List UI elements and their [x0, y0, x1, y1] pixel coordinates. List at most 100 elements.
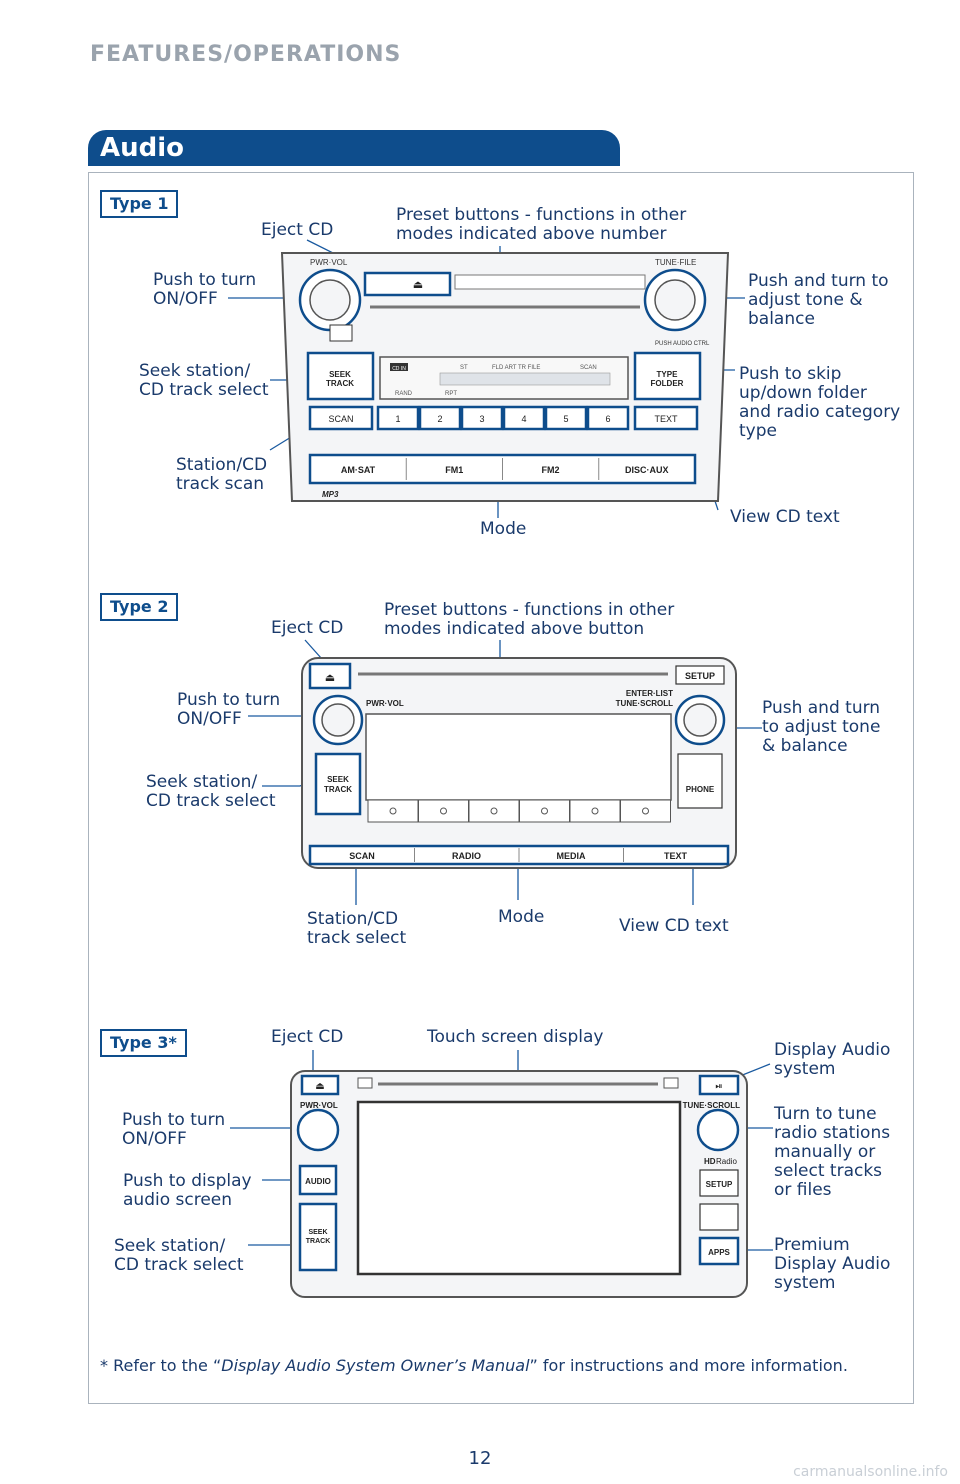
svg-text:SCAN: SCAN [328, 414, 353, 424]
svg-text:4: 4 [521, 414, 526, 424]
t2-phone-button[interactable] [677, 753, 723, 809]
t2-mode-3[interactable]: TEXT [664, 851, 688, 861]
svg-text:ST: ST [460, 365, 468, 371]
t2-eject-button[interactable] [308, 662, 352, 690]
t3-power-knob[interactable] [296, 1108, 340, 1152]
svg-text:Radio: Radio [716, 1157, 737, 1166]
t1-preset-2[interactable] [418, 405, 462, 431]
type3-eject-label: Eject CD [271, 1027, 344, 1047]
t1-scan-button[interactable] [308, 405, 374, 431]
t1-type-folder-button[interactable] [633, 351, 702, 401]
t1-mode-0[interactable]: AM·SAT [341, 465, 376, 475]
t2-preset-buttons[interactable] [367, 799, 671, 823]
t1-mode-2[interactable]: FM2 [542, 465, 560, 475]
svg-text:PHONE: PHONE [686, 785, 715, 794]
t3-tune-knob[interactable] [696, 1108, 740, 1152]
svg-text:TYPE: TYPE [657, 370, 679, 379]
eject-icon: ⏏ [325, 672, 335, 684]
t1-mode-1[interactable]: FM1 [445, 465, 463, 475]
t2-preset-button[interactable] [519, 799, 570, 823]
t1-seek-track-button[interactable] [306, 351, 375, 401]
t1-push-audio-text: PUSH AUDIO CTRL [655, 341, 710, 347]
type2-preset-label: Preset buttons - functions in other mode… [384, 600, 675, 639]
type1-label: Type 1 [100, 190, 179, 218]
page-number: 12 [468, 1448, 492, 1469]
svg-text:TRACK: TRACK [326, 379, 354, 388]
t2-mode-0[interactable]: SCAN [349, 851, 375, 861]
type2-power-label: Push to turn ON/OFF [177, 690, 281, 729]
t3-eject-button[interactable] [300, 1074, 340, 1096]
type3-head-unit: ⏏ ⏯ PWR·VOL TUNE·SCROLL AUDIO SEEK TRACK… [290, 1070, 748, 1298]
svg-text:SETUP: SETUP [685, 671, 715, 681]
svg-text:5: 5 [563, 414, 568, 424]
type3-tune-label: Turn to tune radio stations manually or … [774, 1104, 891, 1200]
t2-preset-button[interactable] [620, 799, 671, 823]
t2-seek-track-button[interactable] [314, 752, 362, 816]
t2-display [365, 713, 672, 801]
type2-scan-label: Station/CD track select [307, 909, 407, 948]
svg-text:SEEK: SEEK [308, 1229, 327, 1236]
type2-seek-label: Seek station/ CD track select [146, 772, 276, 811]
svg-text:FOLDER: FOLDER [651, 379, 684, 388]
type1-text-label: View CD text [730, 507, 840, 527]
t3-phone-button[interactable] [699, 1203, 739, 1231]
svg-text:ENTER·LIST: ENTER·LIST [626, 689, 673, 698]
t2-preset-button[interactable] [418, 799, 469, 823]
type1-seek-label: Seek station/ CD track select [139, 361, 269, 400]
type3-seek-label: Seek station/ CD track select [114, 1236, 244, 1275]
t3-seek-track-button[interactable] [298, 1202, 338, 1272]
t2-mode-2[interactable]: MEDIA [557, 851, 587, 861]
t1-preset-5[interactable] [544, 405, 588, 431]
footnote: * Refer to the “Display Audio System Own… [100, 1356, 848, 1375]
content-frame [88, 172, 914, 1404]
t1-preset-3[interactable] [460, 405, 504, 431]
t3-play-pause-button[interactable] [698, 1074, 740, 1096]
t3-setup-button[interactable] [699, 1169, 739, 1197]
svg-text:SCAN: SCAN [580, 365, 597, 371]
type1-scan-label: Station/CD track scan [176, 455, 268, 494]
watermark: carmanualsonline.info [793, 1464, 948, 1480]
svg-text:TEXT: TEXT [654, 414, 678, 424]
type2-text-label: View CD text [619, 916, 729, 936]
svg-text:TRACK: TRACK [324, 785, 352, 794]
svg-text:1: 1 [395, 414, 400, 424]
svg-text:2: 2 [437, 414, 442, 424]
type1-tone-label: Push and turn to adjust tone & balance [748, 271, 889, 329]
t3-apps-button[interactable] [698, 1236, 740, 1266]
t3-touch-screen[interactable] [356, 1100, 682, 1276]
svg-text:PWR·VOL: PWR·VOL [300, 1101, 338, 1110]
t1-preset-4[interactable] [502, 405, 546, 431]
svg-text:AUDIO: AUDIO [305, 1177, 331, 1186]
title-banner [88, 130, 620, 166]
svg-text:CD IN: CD IN [392, 366, 406, 372]
page-title: Audio [100, 133, 185, 163]
svg-text:SETUP: SETUP [706, 1180, 733, 1189]
svg-text:PWR·VOL: PWR·VOL [366, 699, 404, 708]
t1-preset-6[interactable] [586, 405, 630, 431]
type1-mode-label: Mode [480, 519, 527, 539]
svg-text:HD: HD [704, 1157, 716, 1166]
t1-mode-3[interactable]: DISC·AUX [625, 465, 669, 475]
type3-display-audio-label: Display Audio system [774, 1040, 891, 1079]
t2-preset-button[interactable] [468, 799, 520, 823]
type2-head-unit: ⏏ SETUP PWR·VOL ENTER·LIST TUNE·SCROLL S… [301, 657, 737, 869]
svg-text:3: 3 [479, 414, 484, 424]
t1-preset-1[interactable] [376, 405, 420, 431]
t2-mode-1[interactable]: RADIO [452, 851, 481, 861]
type3-touch-label: Touch screen display [427, 1027, 604, 1047]
type2-tone-label: Push and turn to adjust tone & balance [762, 698, 881, 756]
section-header: FEATURES/OPERATIONS [90, 42, 402, 67]
svg-text:MP3: MP3 [322, 490, 339, 499]
t3-audio-button[interactable] [298, 1164, 338, 1196]
play-pause-icon: ⏯ [715, 1081, 722, 1091]
type3-power-label: Push to turn ON/OFF [122, 1110, 226, 1149]
t2-preset-button[interactable] [569, 799, 621, 823]
svg-text:SEEK: SEEK [329, 370, 351, 379]
t1-eject-button[interactable] [363, 271, 452, 297]
type2-mode-label: Mode [498, 907, 545, 927]
svg-text:RPT: RPT [445, 391, 457, 397]
t1-text-button[interactable] [633, 405, 699, 431]
type1-eject-label: Eject CD [261, 220, 334, 240]
t2-preset-button[interactable] [367, 799, 419, 823]
